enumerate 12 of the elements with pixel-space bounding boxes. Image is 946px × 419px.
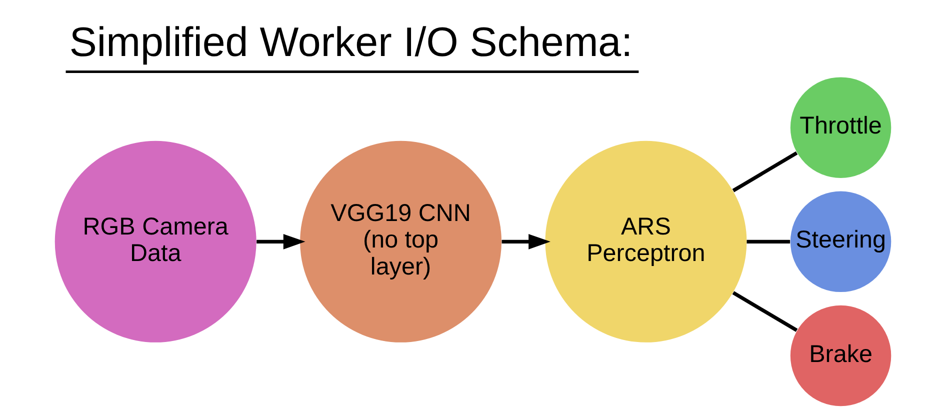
node-circle: RGB Camera Data [54, 140, 256, 342]
connector [732, 151, 798, 192]
diagram-title: Simplified Worker I/O Schema: [69, 19, 633, 66]
connector [746, 240, 790, 244]
connector [732, 291, 798, 332]
node-circle: Brake [790, 305, 892, 406]
node-circle: Steering [790, 191, 892, 292]
node-circle: ARS Perceptron [545, 140, 747, 342]
node-circle: VGG19 CNN (no top layer) [300, 140, 502, 342]
arrow [256, 234, 306, 250]
node-circle: Throttle [790, 77, 892, 178]
arrow [502, 234, 550, 250]
